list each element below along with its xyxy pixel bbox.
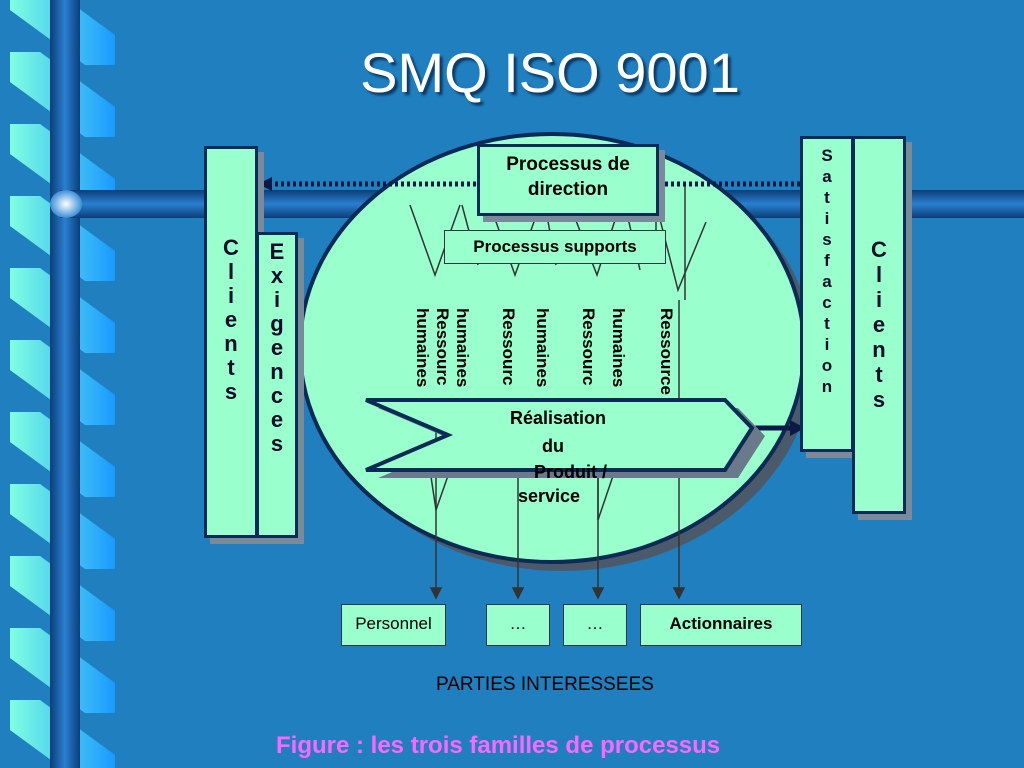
clients-right-letter: e <box>872 312 886 337</box>
page-title: SMQ ISO 9001 <box>360 41 740 104</box>
clients-left-letter: i <box>227 283 235 308</box>
exigences-letter: e <box>270 407 284 432</box>
processus-direction-box: Processus de direction <box>477 144 659 216</box>
exigences-letter: n <box>270 359 284 384</box>
clients-left-letter: l <box>227 259 235 284</box>
satisfaction-letter: a <box>822 167 832 186</box>
clients-right-letter: n <box>872 337 886 362</box>
clients-right-letter: i <box>875 287 883 312</box>
ressource-label-3a: Ressourc <box>579 308 598 386</box>
clients-left-letter: n <box>224 331 238 356</box>
realisation-line2: du <box>542 436 564 456</box>
ressource-label-1c: humaines <box>413 308 432 388</box>
satisfaction-letter: t <box>824 188 830 207</box>
ressource-label-2a: Ressourc <box>499 308 518 386</box>
stakeholder-other-2: … <box>563 604 627 646</box>
satisfaction-letter: i <box>824 335 830 354</box>
satisfaction-letter: o <box>821 356 833 375</box>
stakeholder-other-1: … <box>486 604 550 646</box>
exigences-letter: g <box>270 311 284 336</box>
exigences-letter: e <box>270 335 284 360</box>
realisation-line3: Produit / <box>534 462 607 482</box>
clients-right-letter: s <box>872 387 886 412</box>
stakeholder-personnel: Personnel <box>341 604 446 646</box>
stakeholder-actionnaires: Actionnaires <box>640 604 802 646</box>
ressource-label-1b: Ressourc <box>433 308 452 386</box>
exigences-letter: c <box>270 383 284 408</box>
ressource-label-2b: humaines <box>533 308 552 388</box>
clients-left-letter: t <box>227 355 235 380</box>
clients-left-letter: C <box>223 235 239 260</box>
satisfaction-letter: t <box>824 314 830 333</box>
satisfaction-letter: n <box>821 377 833 396</box>
satisfaction-letter: a <box>822 272 832 291</box>
exigences-letter: E <box>269 239 285 264</box>
realisation-line4: service <box>518 486 581 506</box>
exigences-letter: i <box>273 287 281 312</box>
exigences-letter: x <box>270 263 284 288</box>
figure-caption: Figure : les trois familles de processus <box>276 732 721 759</box>
exigences-letter: s <box>270 431 284 456</box>
clients-right-letter: l <box>875 262 883 287</box>
satisfaction-letter: c <box>822 293 832 312</box>
clients-right-letter: C <box>871 237 887 262</box>
ressource-label-3b: humaines <box>609 308 628 388</box>
parties-interessees-label: PARTIES INTERESSEES <box>436 674 654 695</box>
processus-supports-box: Processus supports <box>444 230 666 264</box>
ribbon-decoration <box>10 0 115 768</box>
satisfaction-letter: S <box>821 146 833 165</box>
clients-left-letter: e <box>224 307 238 332</box>
satisfaction-letter: f <box>824 251 830 270</box>
ressource-label-1a: humaines <box>453 308 472 388</box>
clients-right-letter: t <box>875 362 883 387</box>
realisation-line1: Réalisation <box>510 408 607 428</box>
clients-left-letter: s <box>224 379 238 404</box>
satisfaction-letter: i <box>824 209 830 228</box>
ressource-label-4a: Ressource <box>657 308 676 395</box>
satisfaction-letter: s <box>822 230 832 249</box>
